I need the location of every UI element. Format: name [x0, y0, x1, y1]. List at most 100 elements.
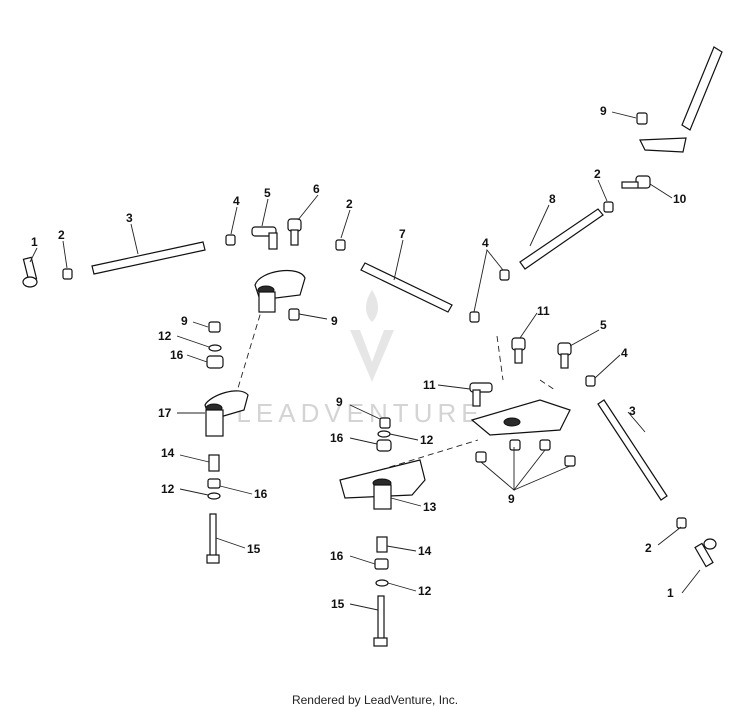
nuts [62, 112, 687, 529]
callout-14-center: 14 [418, 544, 432, 558]
washer-12-lower-left [207, 492, 221, 500]
dash-line-left-arm [237, 304, 264, 389]
callout-1-right: 1 [667, 586, 674, 600]
ball-joint-6 [287, 218, 302, 246]
rod-end-1-right [694, 538, 717, 568]
callout-12-lower-left: 12 [161, 482, 175, 496]
nut-9-stack-center [379, 417, 391, 429]
callout-4-left: 4 [233, 194, 240, 208]
callout-9-plate: 9 [508, 492, 515, 506]
callout-7: 7 [399, 227, 406, 241]
callout-1-left: 1 [31, 235, 38, 249]
callout-15-left: 15 [247, 542, 261, 556]
nut-4-left [225, 234, 236, 246]
washer-16-lower-center [374, 558, 389, 570]
callout-9-stack-center: 9 [336, 395, 343, 409]
watermark-text: LEADVENTURE [236, 398, 483, 428]
spindle-arm-upper [254, 270, 306, 313]
callout-3-lower: 3 [629, 404, 636, 418]
ball-joint-10 [621, 175, 651, 189]
callout-11-upper: 11 [537, 304, 550, 318]
callout-2-lower-right: 2 [645, 541, 652, 555]
callout-16-lower-left: 16 [254, 487, 268, 501]
callout-6: 6 [313, 182, 320, 196]
spindle-arm-17 [204, 390, 249, 437]
ball-joint-5-right [557, 342, 572, 369]
nut-9-plate-a [475, 451, 487, 463]
callout-14-left: 14 [161, 446, 175, 460]
callout-16-lower-center: 16 [330, 549, 344, 563]
callout-12-stack-left: 12 [158, 329, 172, 343]
ball-joint-11-lower [469, 382, 493, 407]
callout-4-center: 4 [482, 236, 489, 250]
washer-12-stack-center [377, 430, 391, 438]
watermark-v-icon [350, 330, 394, 382]
drag-link-8 [519, 208, 604, 270]
tie-rod-3-left [91, 241, 206, 275]
nut-4-right [585, 375, 596, 387]
dash-line-plate-right [539, 379, 556, 391]
nut-2-center [335, 239, 346, 251]
footer-credit: Rendered by LeadVenture, Inc. [291, 693, 459, 707]
bolt-15-center-shank [377, 595, 385, 642]
rod-end-1-left [22, 256, 38, 288]
bushing-16-stack-left [206, 355, 224, 369]
callout-12-stack-center: 12 [420, 433, 434, 447]
callout-9-top: 9 [600, 104, 607, 118]
callout-15-center: 15 [331, 597, 345, 611]
dash-line-center-plate [379, 439, 479, 471]
callout-4-right: 4 [621, 346, 628, 360]
steering-arm-plate [639, 137, 687, 153]
nut-9-plate-c [539, 439, 551, 451]
callout-2-left: 2 [58, 228, 65, 242]
tie-rod-3-right [597, 399, 668, 501]
watermark-flame-icon [366, 290, 378, 322]
nut-9-plate-b [509, 439, 521, 451]
callout-3-upper: 3 [126, 211, 133, 225]
bolt-15-left-head [206, 554, 220, 564]
callout-17: 17 [158, 406, 172, 420]
callout-10: 10 [673, 192, 687, 206]
bushing-16-stack-center [376, 439, 392, 452]
ball-joint-5-left [251, 226, 278, 250]
washer-16-lower-left [207, 478, 221, 489]
bolt-15-left-shank [209, 513, 217, 559]
callout-2-right: 2 [594, 167, 601, 181]
washer-12-lower-center [375, 579, 389, 587]
nut-9-left-arm [288, 308, 300, 321]
nut-2-right [603, 201, 614, 213]
callout-5-left: 5 [264, 186, 271, 200]
callout-12-lower-center: 12 [418, 584, 432, 598]
callout-16-stack-center: 16 [330, 431, 344, 445]
nut-9-stack-left [208, 321, 221, 333]
steering-plate-13 [339, 459, 426, 510]
dash-line-11a [496, 335, 504, 381]
callout-labels: 1 2 3 4 5 6 2 7 4 8 2 9 10 11 5 4 11 9 1… [31, 104, 687, 611]
bolt-15-center-head [373, 637, 388, 647]
sleeve-14-left [208, 454, 220, 472]
nut-4-center [469, 311, 480, 323]
washer-12-stack-left [208, 344, 222, 352]
callout-8: 8 [549, 192, 556, 206]
watermark: LEADVENTURE [236, 290, 483, 428]
callout-9-left-arm: 9 [331, 314, 338, 328]
callout-11-lower: 11 [423, 378, 436, 392]
nut-2-lower-right [676, 517, 687, 529]
callout-2-center: 2 [346, 197, 353, 211]
nut-2-left [62, 268, 73, 280]
callout-13: 13 [423, 500, 437, 514]
assembly-dash-lines [237, 304, 556, 471]
tie-rod-7 [360, 262, 453, 313]
nut-9-top [636, 112, 648, 125]
ball-joint-11-upper [511, 337, 526, 364]
leader-lines [29, 111, 701, 611]
callout-16-stack-left: 16 [170, 348, 184, 362]
callout-9-stack-left: 9 [181, 314, 188, 328]
nut-4-upper [499, 269, 510, 281]
nut-9-plate-d [564, 455, 576, 467]
steering-shaft [681, 46, 723, 131]
sleeve-14-center [376, 536, 388, 553]
callout-5-right: 5 [600, 318, 607, 332]
